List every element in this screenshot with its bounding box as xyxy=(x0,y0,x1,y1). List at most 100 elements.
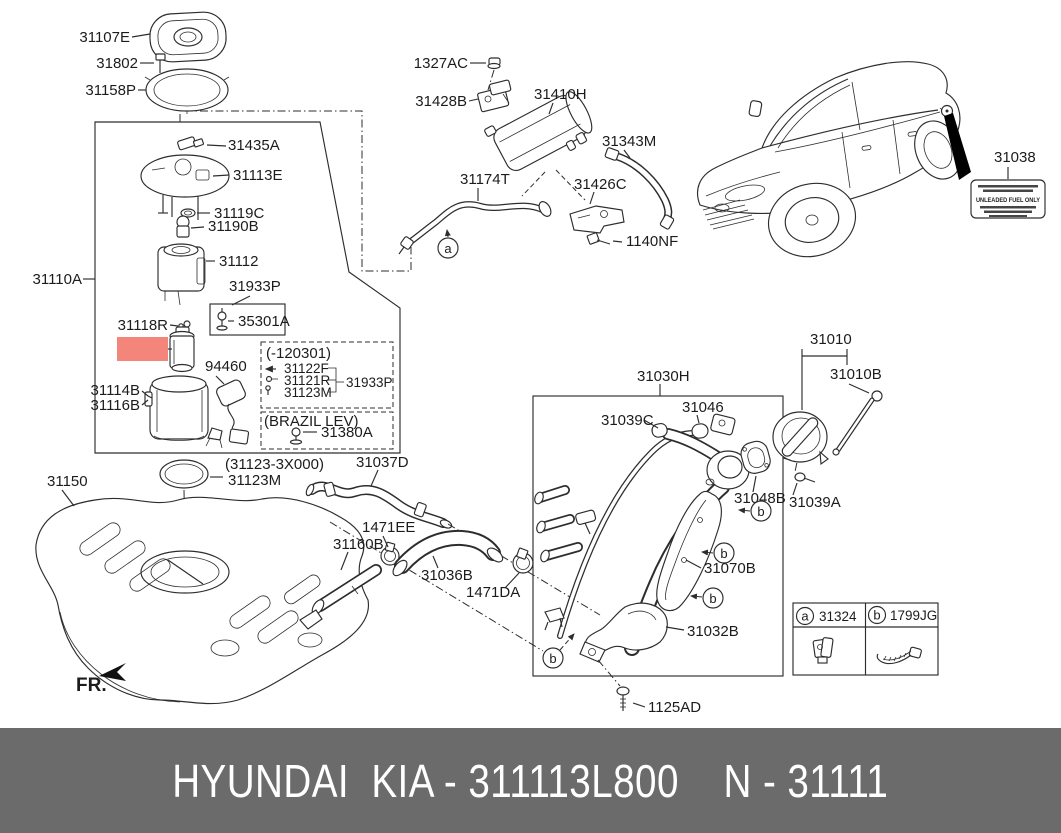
part-label-1471EE: 1471EE xyxy=(362,519,415,536)
fuel-label-pointer xyxy=(944,113,971,180)
part-label-31010: 31010 xyxy=(810,331,852,348)
part-label-1327AC: 1327AC xyxy=(414,55,468,72)
part-label-31037D: 31037D xyxy=(356,454,409,471)
legend-b-part: 1799JG xyxy=(890,608,937,623)
part-31435A-drawing xyxy=(177,136,227,151)
part-label-31435A: 31435A xyxy=(228,137,280,154)
legend-table: a 31324 b 1799JG xyxy=(792,602,939,676)
part-31150-tank-drawing xyxy=(35,489,370,705)
highlighted-part-31111[interactable] xyxy=(117,337,172,361)
filler-neck-box xyxy=(532,395,784,677)
part-label-31160B: 31160B xyxy=(333,536,384,553)
part-31037D-drawing xyxy=(305,469,453,529)
part-label-31119C: 31119C xyxy=(214,205,264,222)
part-label-31802: 31802 xyxy=(96,55,138,72)
part-35301A-drawing xyxy=(209,303,286,336)
part-31426C-drawing xyxy=(569,191,625,234)
part-label-35301A: 35301A xyxy=(238,313,290,330)
part-label-31190B: 31190B xyxy=(208,218,259,235)
part-31048B-drawing xyxy=(740,440,771,474)
part-label-31036B: 31036B xyxy=(421,567,473,584)
svg-text:b: b xyxy=(709,591,716,606)
highlight-box xyxy=(117,337,168,361)
callout-b4: b xyxy=(542,633,575,669)
part-label-31030H: 31030H xyxy=(637,368,690,385)
part-31190B-drawing xyxy=(176,215,205,238)
part-31410H-drawing xyxy=(484,91,593,172)
part-1125AD-drawing xyxy=(597,659,646,711)
clip-icon xyxy=(812,637,834,664)
fr-arrow-icon xyxy=(99,663,126,681)
fr-label: FR. xyxy=(76,675,107,696)
part-31123M-ring-drawing xyxy=(159,459,223,489)
parts-diagram: 31107E 31802 31158P 31110A 31435A 31113E xyxy=(33,11,1046,716)
part-31158P-drawing xyxy=(138,68,230,114)
part-31160B-drawing xyxy=(299,551,382,630)
part-label-94460: 94460 xyxy=(205,358,247,375)
part-label-31046: 31046 xyxy=(682,399,724,416)
part-label-31010B: 31010B xyxy=(830,366,882,383)
part-label-31343M: 31343M xyxy=(602,133,656,150)
footer-part-text: HYUNDAI KIA - 311113L800 N - 31111 xyxy=(172,754,889,807)
part-label-31110A: 31110A xyxy=(33,271,83,288)
variant2-title: (BRAZIL LEV) xyxy=(264,413,358,430)
part-label-1125AD: 1125AD xyxy=(648,699,701,716)
cable-tie-icon xyxy=(876,646,922,665)
part-label-31121R: 31121R xyxy=(284,373,331,388)
part-1471DA-drawing xyxy=(504,547,534,589)
pump-module-box xyxy=(94,121,401,454)
fr-direction-indicator: FR. xyxy=(76,663,126,696)
part-31111-drawing xyxy=(169,320,195,373)
part-label-31038: 31038 xyxy=(994,149,1036,166)
variant-box-brazil: (BRAZIL LEV) 31380A xyxy=(260,411,394,450)
vehicle-illustration xyxy=(696,61,971,258)
part-31112-drawing xyxy=(157,243,215,306)
part-label-31116B: 31116B xyxy=(91,397,141,414)
part-label-31150: 31150 xyxy=(47,473,88,490)
part-label-31123M: 31123M xyxy=(284,385,332,400)
variant1-title: (-120301) xyxy=(266,345,331,362)
part-31039A-drawing xyxy=(782,457,816,496)
svg-text:b: b xyxy=(549,651,556,666)
part-label-31428B: 31428B xyxy=(415,93,467,110)
part-31802-drawing xyxy=(140,53,166,73)
part-31119C-drawing xyxy=(180,208,210,218)
callout-b2: b xyxy=(701,542,735,564)
part-label-31039A: 31039A xyxy=(789,494,841,511)
part-31113E-drawing xyxy=(140,154,230,220)
svg-text:b: b xyxy=(720,546,727,561)
part-31010-cap-drawing xyxy=(772,411,829,466)
part-label-31174T: 31174T xyxy=(460,171,510,188)
part-31032B-drawing xyxy=(579,602,668,663)
part-label-31123M-ring: 31123M xyxy=(228,472,281,489)
callout-a-label: a xyxy=(444,241,452,256)
part-94460-drawing xyxy=(205,375,250,449)
part-label-1140NF: 1140NF xyxy=(626,233,678,250)
part-31010B-tether-drawing xyxy=(832,383,883,456)
part-label-31039C: 31039C xyxy=(601,412,654,429)
part-31036B-drawing xyxy=(392,529,504,577)
part-label-31112: 31112 xyxy=(219,253,259,270)
part-31343M-drawing xyxy=(604,147,675,230)
part-label-31118R: 31118R xyxy=(118,317,168,334)
callout-a: a xyxy=(437,229,459,259)
svg-text:b: b xyxy=(757,504,764,519)
legend-a-part: 31324 xyxy=(819,609,857,624)
variant-box-120301: (-120301) 31122F 31121R 31123M 31933P xyxy=(260,341,394,409)
part-31174T-drawing xyxy=(398,188,552,255)
part-label-31048B: 31048B xyxy=(734,490,786,507)
part-31107E-drawing xyxy=(131,11,227,63)
left-tube-stubs xyxy=(534,485,597,631)
legend-a-symbol: a xyxy=(801,609,809,624)
footer-bar: HYUNDAI KIA - 311113L800 N - 31111 xyxy=(0,728,1061,833)
part-label-31426C: 31426C xyxy=(574,176,627,193)
part-label-31113E: 31113E xyxy=(233,167,283,184)
part-label-31114B: 31114B xyxy=(91,382,141,399)
part-label-31933P-ref: 31933P xyxy=(346,375,393,390)
part-label-31123M-note: (31123-3X000) xyxy=(225,456,324,473)
part-label-1471DA: 1471DA xyxy=(466,584,520,601)
part-label-31070B: 31070B xyxy=(704,560,756,577)
sticker-text: UNLEADED FUEL ONLY xyxy=(976,197,1041,204)
fuel-sticker-31038: UNLEADED FUEL ONLY xyxy=(970,179,1046,219)
